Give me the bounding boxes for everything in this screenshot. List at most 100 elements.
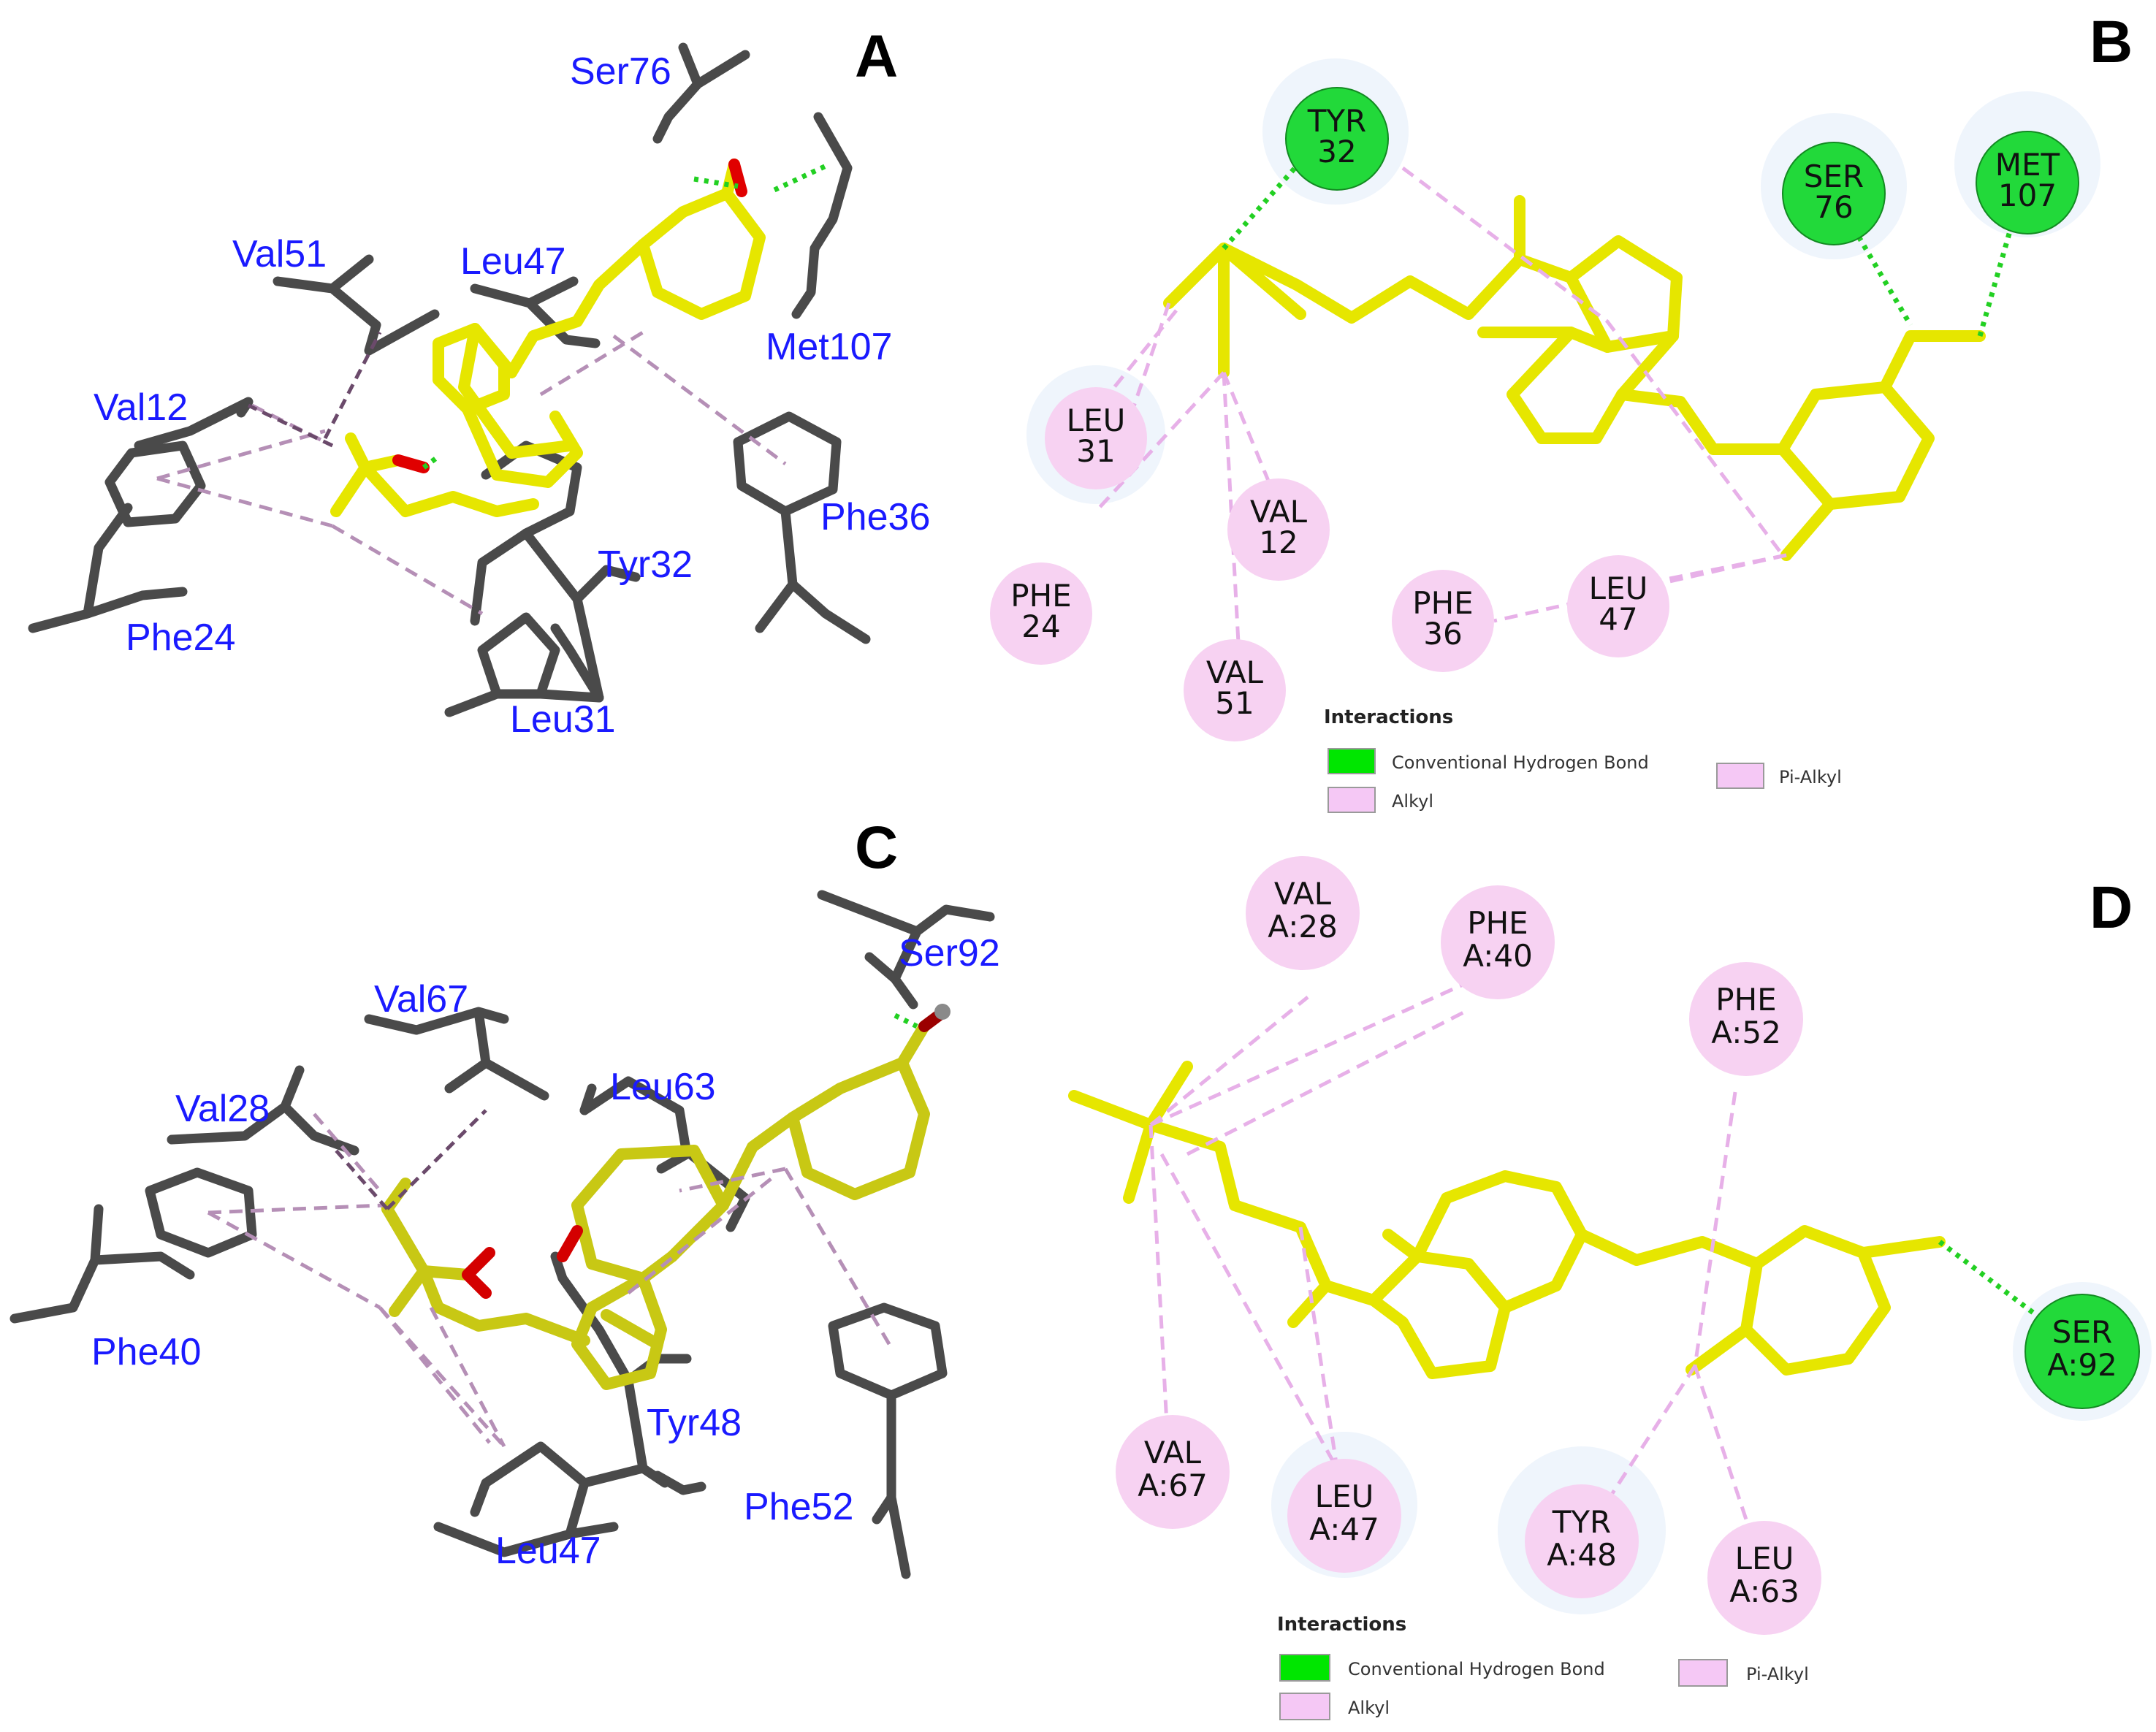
legend-d-label-pialkyl: Pi-Alkyl [1746,1664,1809,1685]
legend-b-swatch-pialkyl [1716,763,1764,789]
legend-d-label-alkyl: Alkyl [1348,1698,1390,1718]
residue-ball-phe36: PHE 36 [1392,570,1494,672]
residue-label-tyr48: Tyr48 [647,1402,742,1444]
svg-text:A:63: A:63 [1729,1573,1799,1609]
panel-b-2d-diagram: B [990,9,2133,813]
svg-text:51: 51 [1215,685,1254,721]
svg-text:LEU: LEU [1315,1479,1374,1514]
residue-label-ser76: Ser76 [570,50,671,93]
residue-label-phe36: Phe36 [820,496,930,538]
residue-ball-val-a67: VAL A:67 [1116,1415,1230,1529]
panel-a-protein-sticks [28,42,871,717]
svg-text:VAL: VAL [1206,655,1264,690]
svg-text:A:92: A:92 [2047,1347,2117,1383]
svg-text:VAL: VAL [1250,494,1308,530]
residue-label-val28: Val28 [175,1088,270,1130]
svg-text:A:28: A:28 [1268,909,1338,945]
residue-ball-ser76: SER 76 [1782,142,1886,245]
panel-a-3d-view: A [28,23,930,741]
svg-text:A:52: A:52 [1711,1015,1781,1050]
svg-text:SER: SER [1804,159,1864,194]
legend-d-swatch-alkyl [1279,1693,1330,1720]
residue-label-val67: Val67 [374,978,468,1020]
residue-label-leu63: Leu63 [610,1066,716,1108]
legend-b-label-pialkyl: Pi-Alkyl [1779,767,1842,787]
panel-letter-c: C [855,815,898,881]
legend-d-swatch-pialkyl [1678,1659,1728,1687]
residue-ball-phe24: PHE 24 [990,562,1092,665]
legend-d-label-hbond: Conventional Hydrogen Bond [1348,1659,1605,1679]
residue-ball-phe-a52: PHE A:52 [1689,962,1803,1076]
svg-text:A:40: A:40 [1463,938,1533,974]
svg-text:LEU: LEU [1735,1541,1794,1576]
residue-ball-val-a28: VAL A:28 [1246,856,1360,970]
residue-label-leu47: Leu47 [460,240,566,283]
panel-c-3d-view: C [9,815,1000,1579]
svg-text:A:47: A:47 [1309,1511,1379,1547]
panel-c-interactions [207,1012,918,1448]
svg-text:24: 24 [1021,609,1060,644]
residue-ball-ser-a92: SER A:92 [2024,1294,2140,1409]
svg-text:A:67: A:67 [1138,1468,1208,1503]
panel-a-ligand [330,159,766,517]
legend-d-swatch-hbond [1279,1654,1330,1682]
svg-text:PHE: PHE [1715,982,1776,1018]
residue-label-leu31: Leu31 [510,698,616,741]
panel-d-interactions [1149,977,2048,1531]
svg-text:VAL: VAL [1274,876,1332,912]
svg-text:47: 47 [1599,601,1637,637]
residue-ball-phe-a40: PHE A:40 [1441,885,1555,999]
panel-b-legend: Interactions Conventional Hydrogen Bond … [1324,706,1842,813]
svg-text:SER: SER [2052,1314,2112,1350]
svg-text:TYR: TYR [1552,1504,1612,1540]
panel-letter-a: A [855,23,898,90]
residue-label-val51: Val51 [232,233,327,275]
residue-ball-leu-a47: LEU A:47 [1287,1459,1401,1573]
legend-b-label-hbond: Conventional Hydrogen Bond [1392,752,1649,773]
svg-text:12: 12 [1259,524,1298,560]
residue-ball-val51: VAL 51 [1184,639,1286,741]
svg-text:32: 32 [1317,134,1356,169]
legend-b-swatch-hbond [1327,748,1376,774]
residue-label-ser92: Ser92 [899,932,1000,974]
svg-text:A:48: A:48 [1547,1537,1617,1573]
panel-b-ligand [1163,195,1986,561]
residue-ball-tyr-a48: TYR A:48 [1525,1484,1639,1598]
panel-d-2d-diagram: D VAL A:28 [1068,856,2152,1720]
svg-text:PHE: PHE [1412,585,1473,621]
panel-c-protein-sticks [9,890,995,1579]
residue-label-met107: Met107 [766,326,892,368]
residue-ball-leu47: LEU 47 [1567,555,1669,657]
panel-a-interactions [156,161,831,616]
svg-text:TYR: TYR [1307,103,1367,139]
panel-letter-d: D [2090,874,2133,941]
svg-text:PHE: PHE [1010,578,1071,614]
svg-text:LEU: LEU [1067,403,1126,438]
svg-text:MET: MET [1995,147,2060,183]
legend-b-label-alkyl: Alkyl [1392,791,1433,812]
legend-b-swatch-alkyl [1327,787,1376,813]
panel-letter-b: B [2090,9,2133,75]
panel-c-ligand [381,1004,951,1390]
residue-label-leu47-c: Leu47 [495,1530,601,1572]
residue-label-phe52: Phe52 [744,1486,853,1528]
residue-label-phe24: Phe24 [126,617,235,659]
panel-d-legend: Interactions Conventional Hydrogen Bond … [1277,1614,1809,1720]
residue-label-phe40: Phe40 [91,1331,201,1373]
svg-text:PHE: PHE [1467,905,1528,941]
svg-text:VAL: VAL [1144,1435,1202,1470]
svg-text:107: 107 [1998,178,2057,213]
svg-text:36: 36 [1423,616,1462,652]
svg-text:76: 76 [1814,189,1853,225]
residue-ball-val12: VAL 12 [1227,478,1330,581]
residue-ball-leu-a63: LEU A:63 [1707,1521,1821,1635]
residue-label-val12: Val12 [94,386,188,429]
residue-label-tyr32: Tyr32 [598,543,693,586]
panel-d-ligand [1068,1061,1946,1379]
residue-ball-leu31: LEU 31 [1045,387,1147,489]
legend-b-title: Interactions [1324,706,1453,728]
residue-ball-met107: MET 107 [1976,131,2079,234]
svg-text:31: 31 [1076,433,1115,469]
residue-ball-tyr32: TYR 32 [1285,87,1389,191]
